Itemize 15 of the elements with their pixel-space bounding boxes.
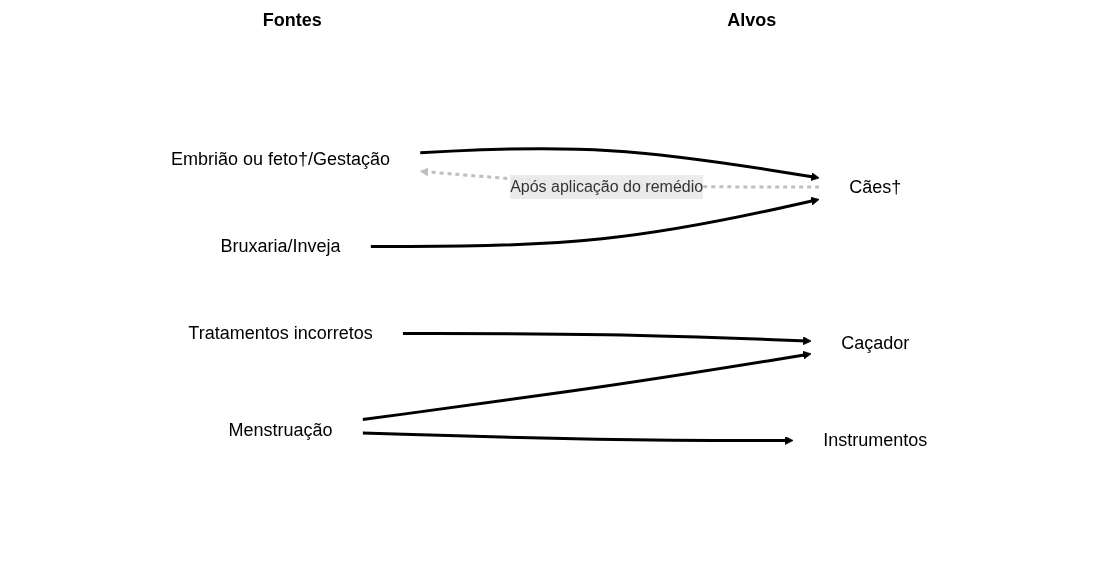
column-heading: Fontes (262, 10, 322, 32)
column-heading: Alvos (727, 10, 777, 32)
node-text: Menstruação (228, 420, 333, 440)
node-text: Tratamentos incorretos (188, 323, 374, 343)
node-text: Cães† (849, 176, 902, 197)
node-text: Embrião ou feto†/Gestação (171, 149, 391, 169)
node-text: Instrumentos (823, 430, 928, 450)
arrow (403, 332, 812, 346)
arrow (362, 350, 812, 422)
arrow (362, 431, 794, 445)
node-text: Caçador (841, 333, 910, 353)
arrow (371, 196, 820, 248)
node-text: Bruxaria/Inveja (220, 236, 341, 256)
arrow (420, 147, 820, 181)
edge-label: Após aplicação do remédio (510, 178, 704, 195)
